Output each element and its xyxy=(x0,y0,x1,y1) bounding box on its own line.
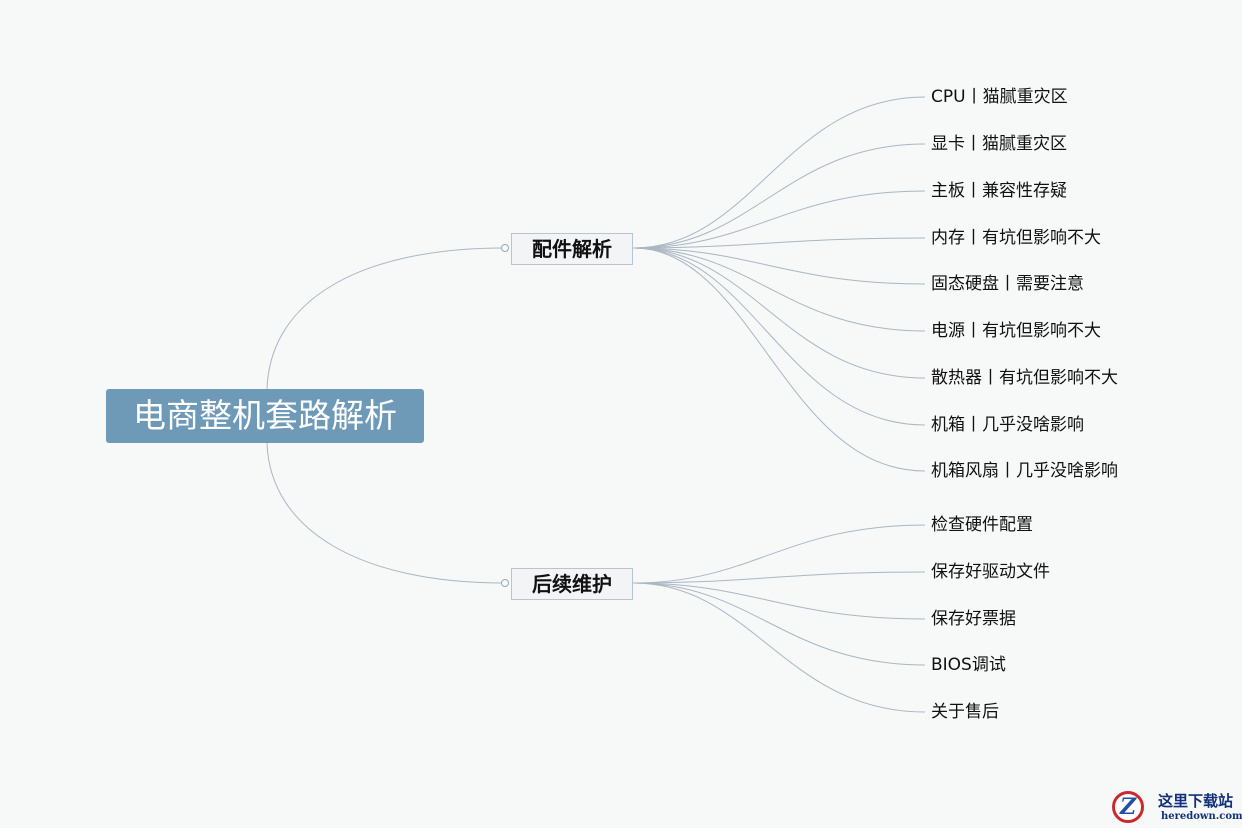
branch-to-subtopic-connector xyxy=(632,247,926,426)
subtopic-check-hardware[interactable]: 检查硬件配置 xyxy=(931,515,1033,535)
branch-to-subtopic-connector xyxy=(632,247,926,379)
subtopic-after-sales[interactable]: 关于售后 xyxy=(931,702,999,722)
root-to-branch-connector xyxy=(266,442,505,584)
root-topic[interactable]: 电商整机套路解析 xyxy=(106,389,424,443)
branch-to-subtopic-connector xyxy=(632,582,926,620)
subtopic-motherboard[interactable]: 主板丨兼容性存疑 xyxy=(931,181,1067,201)
watermark-letter: Z xyxy=(1120,794,1137,820)
subtopic-ssd[interactable]: 固态硬盘丨需要注意 xyxy=(931,274,1084,294)
subtopic-psu[interactable]: 电源丨有坑但影响不大 xyxy=(931,321,1101,341)
branch-to-subtopic-connector xyxy=(632,143,926,249)
collapse-toggle-icon[interactable] xyxy=(501,579,509,587)
branch-to-subtopic-connector xyxy=(632,571,926,584)
branch-to-subtopic-connector xyxy=(632,247,926,285)
subtopic-save-receipts[interactable]: 保存好票据 xyxy=(931,609,1016,629)
subtopic-bios-tuning[interactable]: BIOS调试 xyxy=(931,655,1006,675)
subtopic-gpu[interactable]: 显卡丨猫腻重灾区 xyxy=(931,134,1067,154)
branch-to-subtopic-connector xyxy=(632,190,926,249)
branch-to-subtopic-connector xyxy=(632,582,926,713)
subtopic-case[interactable]: 机箱丨几乎没啥影响 xyxy=(931,415,1084,435)
collapse-toggle-icon[interactable] xyxy=(501,244,509,252)
branch-topic-maintenance[interactable]: 后续维护 xyxy=(511,568,633,600)
watermark-site-name: 这里下载站 xyxy=(1158,792,1234,810)
subtopic-cpu[interactable]: CPU丨猫腻重灾区 xyxy=(931,87,1068,107)
subtopic-memory[interactable]: 内存丨有坑但影响不大 xyxy=(931,228,1101,248)
branch-to-subtopic-connector xyxy=(632,96,926,249)
branch-to-subtopic-connector xyxy=(632,237,926,249)
subtopic-case-fan[interactable]: 机箱风扇丨几乎没啥影响 xyxy=(931,461,1118,481)
subtopic-cooler[interactable]: 散热器丨有坑但影响不大 xyxy=(931,368,1118,388)
branch-to-subtopic-connector xyxy=(632,524,926,584)
branch-to-subtopic-connector xyxy=(632,247,926,332)
watermark-ring-icon xyxy=(1112,791,1144,823)
branch-topic-parts-analysis[interactable]: 配件解析 xyxy=(511,233,633,265)
branch-to-subtopic-connector xyxy=(632,247,926,472)
site-watermark-logo: Z 这里下载站 heredown.com xyxy=(1108,789,1242,827)
watermark-domain: heredown.com xyxy=(1161,811,1242,822)
root-to-branch-connector xyxy=(266,247,505,390)
subtopic-save-drivers[interactable]: 保存好驱动文件 xyxy=(931,562,1050,582)
branch-to-subtopic-connector xyxy=(632,582,926,666)
